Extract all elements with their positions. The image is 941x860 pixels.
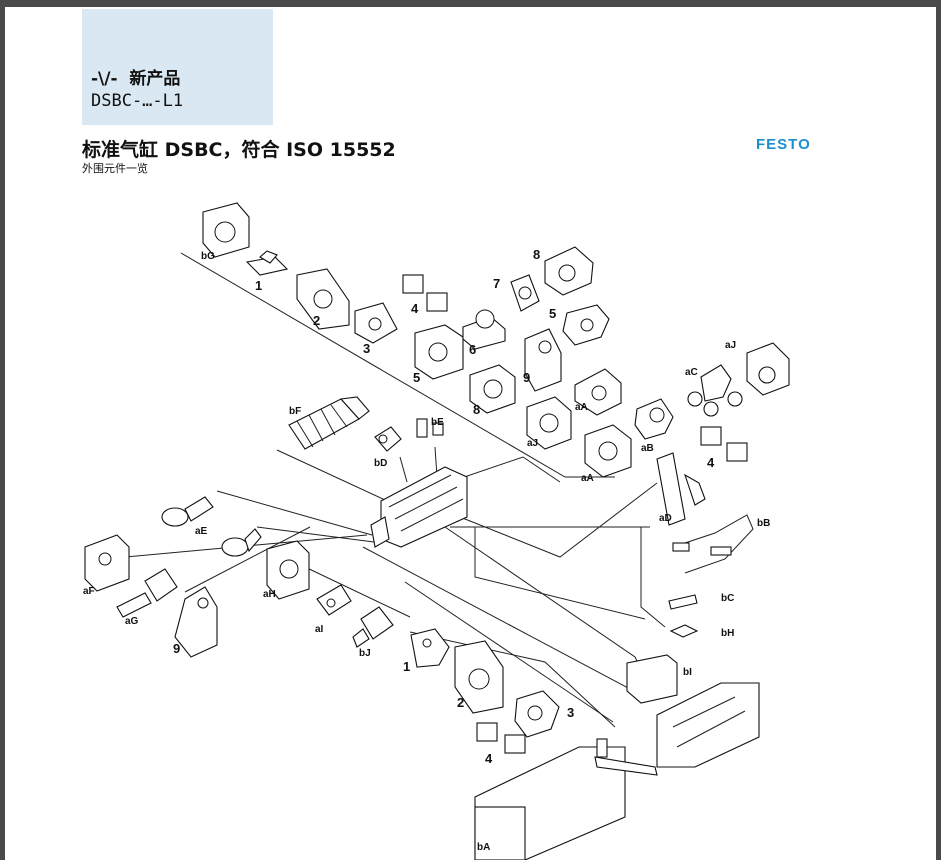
part-aG-coupling [116, 568, 178, 618]
part-bF-bellows [288, 396, 370, 450]
part-9-upright [524, 328, 562, 392]
label-aD: aD [659, 513, 672, 524]
label-bF: bF [289, 406, 301, 417]
label-bA: bA [477, 842, 490, 853]
label-2-bottom: 2 [457, 695, 464, 710]
peripherals-exploded-diagram: bG 1 2 3 4 5 6 7 8 5 9 8 aJ aC aA aJ aB … [83, 202, 790, 860]
part-bI-bracket [626, 654, 678, 704]
part-bG-flange [202, 202, 250, 258]
festo-logo: FESTO [756, 136, 811, 153]
label-aH: aH [263, 589, 276, 600]
page-title: 标准气缸 DSBC，符合 ISO 15552 [82, 139, 396, 161]
label-4: 4 [411, 301, 419, 316]
label-aA: aA [581, 473, 594, 484]
callout-labels: bG 1 2 3 4 5 6 7 8 5 9 8 aJ aC aA aJ aB … [83, 247, 770, 853]
label-aE: aE [195, 526, 208, 537]
part-aC-pins [687, 364, 743, 417]
label-2: 2 [313, 313, 320, 328]
label-aB: aB [641, 443, 654, 454]
model-code: DSBC-…-L1 [91, 91, 184, 111]
label-bG: bG [201, 251, 215, 262]
part-bE-fitting [416, 418, 444, 438]
part-4b-blocks [700, 426, 748, 462]
part-8-top-bracket [544, 246, 594, 296]
part-bH-clip [669, 624, 699, 638]
part-1b-foot [410, 628, 450, 668]
part-3-clevis [354, 302, 398, 344]
label-aJ-top: aJ [725, 340, 736, 351]
label-aJ: aJ [527, 438, 538, 449]
label-5: 5 [413, 370, 420, 385]
part-aF-coupler [84, 534, 130, 592]
part-5b-clevis [562, 304, 610, 346]
label-bB: bB [757, 518, 770, 529]
part-4c-blocks [476, 722, 526, 754]
label-3: 3 [363, 341, 370, 356]
catalog-page: -\/- 新产品 DSBC-…-L1 标准气缸 DSBC，符合 ISO 1555… [5, 7, 936, 860]
part-9b-bracket [174, 586, 218, 658]
part-1-foot [245, 250, 289, 276]
part-bC-sensor [668, 594, 698, 610]
part-5-flange [414, 324, 464, 380]
label-aC: aC [685, 367, 698, 378]
label-aF: aF [83, 586, 95, 597]
part-aH-plate [266, 540, 310, 600]
part-aA-swivel [574, 368, 622, 416]
part-aA-flange [584, 424, 632, 478]
label-aG: aG [125, 616, 139, 627]
label-4-bottom: 4 [485, 751, 493, 766]
part-aE-rodeyes [161, 496, 262, 557]
label-bE: bE [431, 417, 444, 428]
label-1-bottom: 1 [403, 659, 410, 674]
label-aA-top: aA [575, 402, 588, 413]
label-4-right: 4 [707, 455, 715, 470]
part-6-pivot [462, 309, 506, 350]
label-6: 6 [469, 342, 476, 357]
label-1: 1 [255, 278, 262, 293]
label-5-right: 5 [549, 306, 556, 321]
leader-lines [124, 252, 666, 728]
part-aB-clevis [634, 398, 674, 440]
part-aI-clevis [316, 584, 352, 616]
label-9-left: 9 [173, 641, 180, 656]
part-aD-rail [656, 452, 706, 526]
part-2-plate [296, 268, 350, 330]
part-bD-fitting [374, 426, 402, 452]
part-2b-plate [454, 640, 504, 714]
label-bC: bC [721, 593, 734, 604]
part-8b-flange [469, 364, 516, 414]
new-symbol: -\/- [91, 69, 118, 89]
part-bB-sensors [672, 514, 754, 574]
part-aJ-flange [526, 396, 572, 450]
label-aI: aI [315, 624, 324, 635]
label-9: 9 [523, 370, 530, 385]
label-8-top: 8 [533, 247, 540, 262]
new-product-label: 新产品 [129, 69, 181, 89]
cylinder-dsbc [370, 466, 468, 548]
part-aJ-bracket [746, 342, 790, 396]
part-4-blocks [402, 274, 448, 312]
label-7: 7 [493, 276, 500, 291]
part-7-trunnion [510, 274, 540, 312]
new-product-badge: -\/- 新产品 DSBC-…-L1 [82, 9, 273, 125]
part-bJ-adapter [352, 606, 394, 648]
label-bH: bH [721, 628, 734, 639]
label-8: 8 [473, 402, 480, 417]
label-3-bottom: 3 [567, 705, 574, 720]
label-bD: bD [374, 458, 387, 469]
part-3b-clevis [514, 690, 560, 738]
part-bA-guide-unit [474, 738, 658, 860]
part-valve-terminal [656, 682, 760, 768]
label-bJ: bJ [359, 648, 371, 659]
page-subtitle: 外围元件一览 [82, 162, 148, 175]
label-bI: bI [683, 667, 692, 678]
